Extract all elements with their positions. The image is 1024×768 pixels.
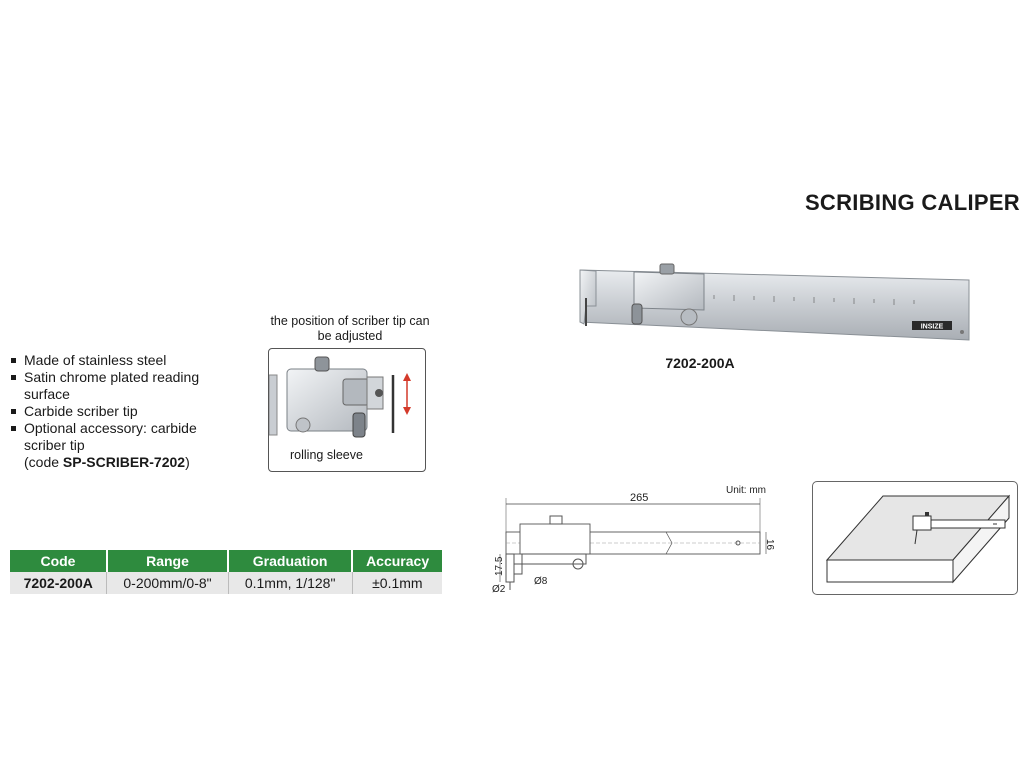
feature-item: Satin chrome plated reading surface [8, 369, 238, 403]
spec-table: Code Range Graduation Accuracy 7202-200A… [10, 550, 442, 594]
page-title: SCRIBING CALIPER [804, 190, 1020, 215]
length-dim: 265 [630, 492, 648, 504]
table-row: 7202-200A 0-200mm/0-8" 0.1mm, 1/128" ±0.… [10, 572, 442, 594]
header-graduation: Graduation [228, 550, 354, 572]
cell-range: 0-200mm/0-8" [106, 572, 229, 594]
detail-caption: the position of scriber tip can be adjus… [270, 314, 430, 343]
feature-item: Carbide scriber tip [8, 403, 238, 420]
sleeve-diameter-dim: Ø8 [534, 576, 548, 587]
cell-graduation: 0.1mm, 1/128" [228, 572, 353, 594]
header-range: Range [106, 550, 230, 572]
rolling-sleeve-photo [631, 303, 643, 325]
jaw-depth-dim: 17.5 [494, 556, 505, 576]
usage-illustration [812, 481, 1018, 595]
feature-item: Optional accessory: carbide scriber tip [8, 420, 238, 454]
scale-ticks [693, 294, 915, 305]
cell-code: 7202-200A [10, 572, 108, 594]
height-dim: 16 [764, 539, 775, 551]
product-photo: INSIZE [579, 263, 970, 341]
feature-item: Made of stainless steel [8, 352, 238, 369]
table-header-row: Code Range Graduation Accuracy [10, 550, 442, 572]
header-code: Code [10, 550, 108, 572]
feature-item-code: (code SP-SCRIBER-7202) [24, 454, 190, 470]
unit-label: Unit: mm [726, 485, 766, 496]
rolling-sleeve-label: rolling sleeve [286, 448, 367, 462]
cell-accuracy: ±0.1mm [352, 572, 442, 594]
feature-list: Made of stainless steel Satin chrome pla… [8, 352, 238, 471]
header-accuracy: Accuracy [352, 550, 442, 572]
tip-diameter-dim: Ø2 [492, 584, 506, 595]
dimension-drawing: Unit: mm 265 16 17.5 Ø2 Ø8 [492, 485, 775, 595]
brand-logo: INSIZE [921, 324, 944, 331]
model-code: 7202-200A [665, 355, 735, 371]
